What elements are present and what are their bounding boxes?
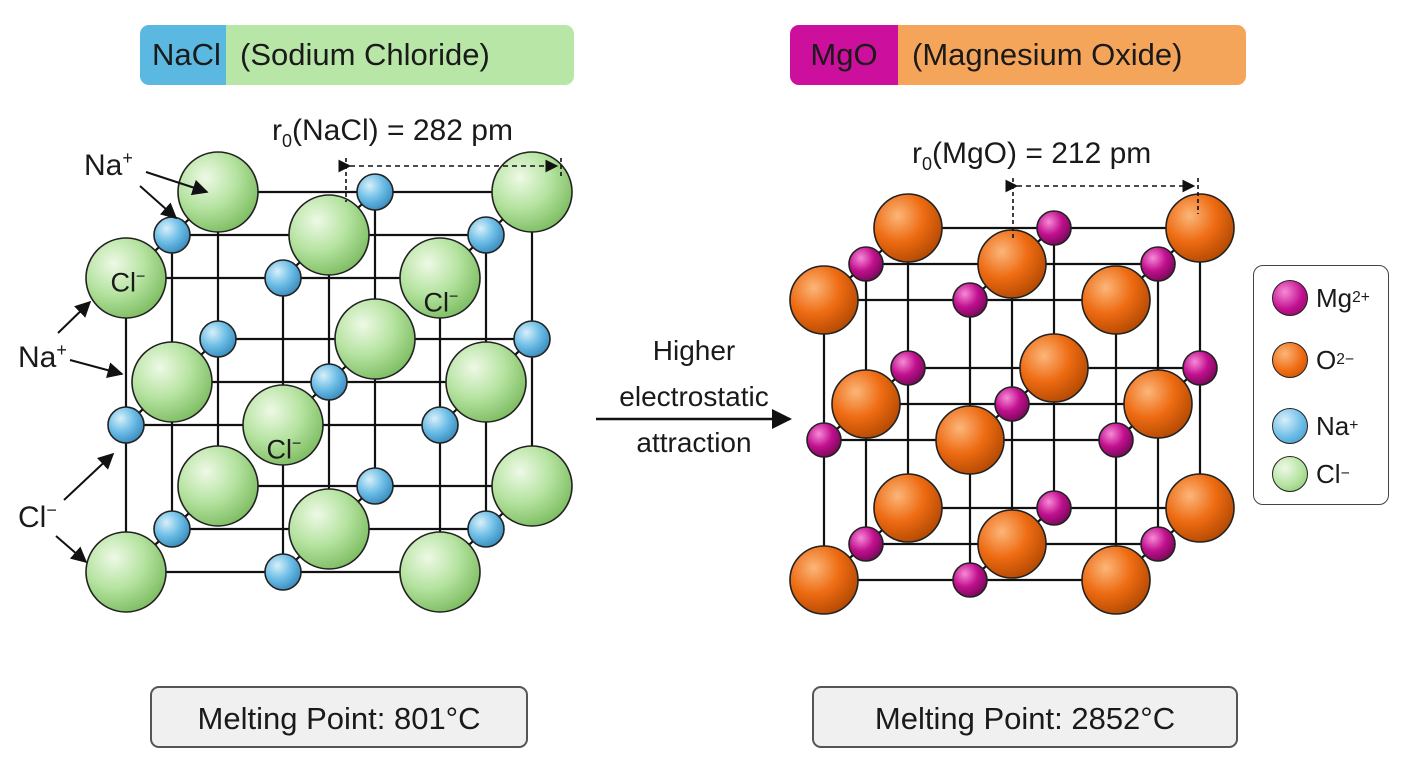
nacl-distance-label: r0(NaCl) = 282 pm: [272, 114, 513, 151]
na-ion: [264, 259, 302, 297]
cl-ion: [242, 384, 324, 466]
nacl-name: (Sodium Chloride): [226, 25, 574, 85]
na-ion-icon: [1272, 408, 1308, 444]
cl-ion: [85, 237, 167, 319]
mg-ion: [890, 350, 926, 386]
mgo-name: (Magnesium Oxide): [898, 25, 1246, 85]
mg-ion: [1036, 210, 1072, 246]
na-ion: [199, 320, 237, 358]
cl-ion: [177, 151, 259, 233]
callout-na-mid: Na+: [18, 340, 67, 374]
o-ion: [789, 545, 859, 615]
mgo-formula: MgO: [790, 25, 898, 85]
mg-ion: [1140, 246, 1176, 282]
callout-arrows: [55, 171, 209, 564]
nacl-melting-point: Melting Point: 801°C: [150, 686, 528, 748]
cl-ion: [399, 237, 481, 319]
mg-ion: [1140, 526, 1176, 562]
mg-ion: [848, 526, 884, 562]
na-ion: [467, 510, 505, 548]
na-ion: [153, 510, 191, 548]
arrow-caption-line3: attraction: [636, 427, 752, 458]
mg-ion: [1098, 422, 1134, 458]
nacl-formula: NaCl: [140, 25, 226, 85]
sphere-label-cl-right: Cl−: [423, 287, 459, 318]
mg-ion: [1182, 350, 1218, 386]
arrow-caption-line2: electrostatic: [619, 381, 769, 412]
o-ion: [1165, 193, 1235, 263]
o-ion: [1123, 369, 1193, 439]
o-ion: [873, 193, 943, 263]
cl-ion-icon: [1272, 456, 1308, 492]
o-ion: [977, 509, 1047, 579]
mg-ion: [952, 562, 988, 598]
mg-ion-icon: [1272, 280, 1308, 316]
na-ion: [356, 467, 394, 505]
cl-ion: [288, 488, 370, 570]
o-ion: [1081, 265, 1151, 335]
legend-item-na: Na+: [1272, 408, 1358, 444]
cl-ion: [491, 151, 573, 233]
na-ion: [264, 553, 302, 591]
o-ion: [977, 229, 1047, 299]
cl-ion: [85, 531, 167, 613]
mg-ion: [994, 386, 1030, 422]
sphere-label-cl-center: Cl−: [266, 434, 302, 465]
callout-cl-bottom: Cl−: [18, 500, 57, 534]
na-ion: [421, 406, 459, 444]
nacl-title: NaCl (Sodium Chloride): [140, 25, 574, 85]
mgo-distance-label: r0(MgO) = 212 pm: [912, 137, 1152, 174]
o-ion: [873, 473, 943, 543]
nacl-distance-marker: [338, 158, 562, 202]
na-ion: [107, 406, 145, 444]
cl-ion: [288, 194, 370, 276]
mgo-title: MgO (Magnesium Oxide): [790, 25, 1246, 85]
na-ion: [153, 216, 191, 254]
na-ion: [356, 173, 394, 211]
cl-ion: [399, 531, 481, 613]
cl-ion: [177, 445, 259, 527]
na-ion: [310, 363, 348, 401]
o-ion-icon: [1272, 342, 1308, 378]
na-ion: [467, 216, 505, 254]
mgo-ions: [789, 193, 1235, 615]
mg-ion: [1036, 490, 1072, 526]
cl-ion: [491, 445, 573, 527]
mg-ion: [806, 422, 842, 458]
na-ion: [513, 320, 551, 358]
legend-item-cl: Cl−: [1272, 456, 1350, 492]
o-ion: [789, 265, 859, 335]
cl-ion: [131, 341, 213, 423]
cl-ion: [445, 341, 527, 423]
o-ion: [831, 369, 901, 439]
mgo-distance-marker: [1005, 178, 1199, 240]
cl-ion: [334, 298, 416, 380]
callout-na-top: Na+: [84, 148, 133, 182]
mg-ion: [952, 282, 988, 318]
o-ion: [1165, 473, 1235, 543]
o-ion: [1081, 545, 1151, 615]
o-ion: [1019, 333, 1089, 403]
mgo-melting-point: Melting Point: 2852°C: [812, 686, 1238, 748]
nacl-ions: [85, 151, 573, 613]
o-ion: [935, 405, 1005, 475]
arrow-caption: Higher electrostatic attraction: [584, 328, 804, 466]
sphere-label-cl-left: Cl−: [110, 267, 146, 298]
arrow-caption-line1: Higher: [652, 335, 736, 366]
mg-ion: [848, 246, 884, 282]
